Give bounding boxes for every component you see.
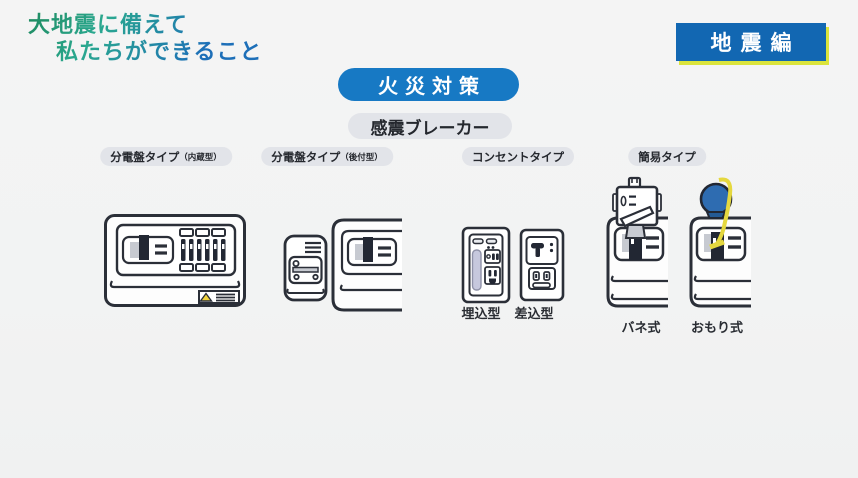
edition-badge: 地震編: [676, 23, 826, 61]
category-pill-board-builtin: 分電盤タイプ（内蔵型）: [100, 147, 232, 166]
variant-label-embedded: 埋込型: [461, 306, 501, 321]
page-title: 大地震に備えて 私たちができること: [28, 12, 263, 66]
category-label: コンセントタイプ: [472, 151, 564, 164]
spring-device-icon: [606, 176, 668, 308]
category-pill-outlet-type: コンセントタイプ: [462, 147, 574, 166]
simple-weight-type-illustration: [683, 170, 751, 316]
outlet-plugin-illustration: [519, 228, 565, 302]
weight-device-icon: [689, 177, 751, 308]
breaker-panel-icon: [104, 214, 246, 307]
category-sublabel: （後付型）: [340, 151, 383, 162]
section-title-fire-countermeasures: 火災対策: [338, 68, 519, 101]
cord-icon: [715, 177, 733, 246]
page-title-line1: 大地震に備えて: [28, 12, 188, 38]
variant-label-spring: バネ式: [621, 320, 661, 335]
simple-spring-type-illustration: [600, 170, 668, 316]
retrofit-breaker-icon: [283, 218, 402, 312]
category-sublabel: （内蔵型）: [179, 151, 222, 162]
embedded-outlet-icon: [461, 226, 511, 304]
plugin-outlet-icon: [519, 228, 565, 302]
distribution-board-retrofit-illustration: [275, 212, 402, 318]
category-pill-simple-type: 簡易タイプ: [628, 147, 706, 166]
variant-label-plugin: 差込型: [514, 306, 554, 321]
warning-triangle-icon: [199, 292, 213, 302]
category-label: 簡易タイプ: [638, 151, 696, 164]
category-label: 分電盤タイプ: [110, 151, 180, 164]
page-title-line2: 私たちができること: [56, 39, 263, 65]
variant-label-weight: おもり式: [690, 320, 744, 335]
subsection-title-seismic-breaker: 感震ブレーカー: [348, 113, 512, 139]
distribution-board-builtin-illustration: [103, 213, 247, 309]
category-label: 分電盤タイプ: [271, 151, 341, 164]
category-pill-board-retrofit: 分電盤タイプ（後付型）: [261, 147, 393, 166]
outlet-embedded-illustration: [461, 226, 511, 304]
